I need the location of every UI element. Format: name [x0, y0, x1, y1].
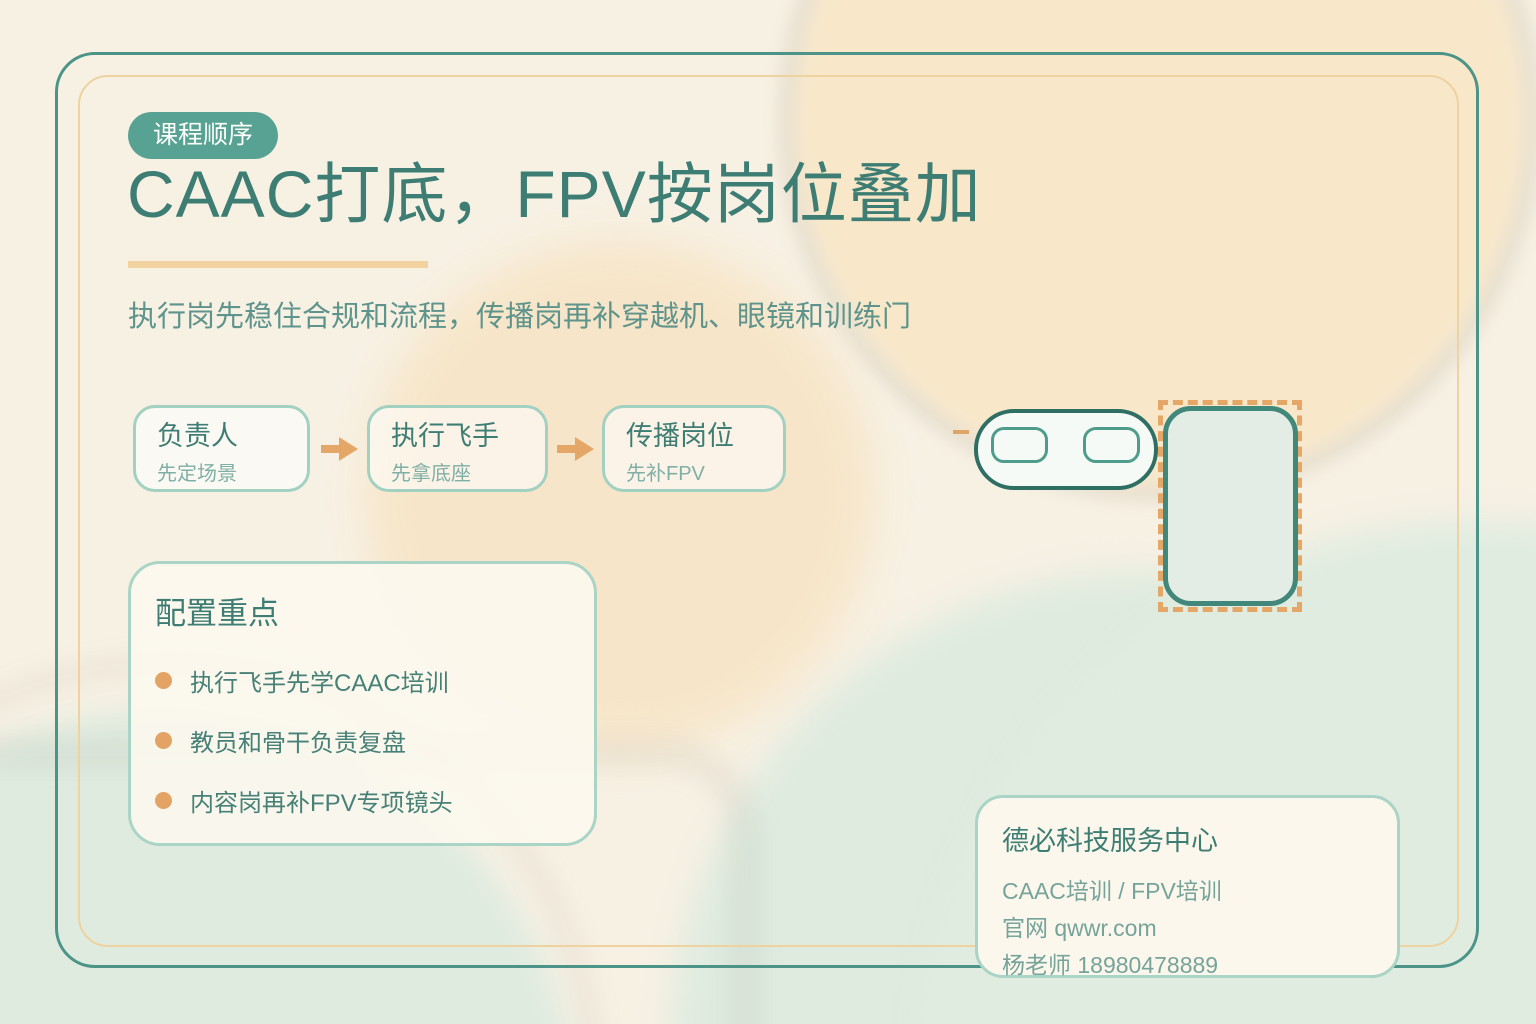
- flow-step-pilot: 执行飞手 先拿底座: [367, 405, 548, 492]
- selection-dashed-border: [1158, 400, 1302, 612]
- training-gate-icon: [1163, 406, 1298, 606]
- highlights-list: 执行飞手先学CAAC培训 教员和骨干负责复盘 内容岗再补FPV专项镜头: [155, 663, 594, 818]
- flow-step-title: 负责人: [157, 421, 238, 451]
- goggles-lens-right: [1083, 427, 1140, 463]
- highlights-heading: 配置重点: [155, 596, 279, 631]
- list-item: 执行飞手先学CAAC培训: [155, 663, 594, 698]
- list-item: 内容岗再补FPV专项镜头: [155, 783, 594, 818]
- flow-arrow-icon: [557, 437, 594, 461]
- contact-website: 官网 qwwr.com: [1002, 915, 1157, 941]
- title-divider: [128, 261, 428, 268]
- contact-services: CAAC培训 / FPV培训: [1002, 878, 1222, 904]
- course-order-badge: 课程顺序: [128, 112, 279, 159]
- bullet-dot-icon: [155, 792, 172, 809]
- connector-tick-left: [953, 430, 969, 434]
- company-name: 德必科技服务中心: [1002, 826, 1218, 856]
- goggles-lens-left: [991, 427, 1048, 463]
- flow-step-title: 传播岗位: [626, 421, 734, 451]
- inner-frame-border: [78, 75, 1459, 947]
- page-subtitle: 执行岗先稳住合规和流程，传播岗再补穿越机、眼镜和训练门: [128, 301, 912, 333]
- bullet-dot-icon: [155, 732, 172, 749]
- bullet-dot-icon: [155, 672, 172, 689]
- list-item: 教员和骨干负责复盘: [155, 723, 594, 758]
- flow-step-note: 先补FPV: [626, 462, 705, 485]
- flow-step-note: 先定场景: [157, 462, 237, 485]
- flow-step-title: 执行飞手: [391, 421, 499, 451]
- outer-frame-border: [55, 52, 1479, 968]
- page-title: CAAC打底，FPV按岗位叠加: [127, 157, 982, 231]
- highlights-card: 配置重点 执行飞手先学CAAC培训 教员和骨干负责复盘 内容岗再补FPV专项镜头: [128, 561, 597, 846]
- contact-card: 德必科技服务中心 CAAC培训 / FPV培训 官网 qwwr.com 杨老师 …: [975, 795, 1400, 978]
- flow-arrow-icon: [321, 437, 358, 461]
- flow-step-media: 传播岗位 先补FPV: [602, 405, 786, 492]
- flow-step-note: 先拿底座: [391, 462, 471, 485]
- flow-step-leader: 负责人 先定场景: [133, 405, 310, 492]
- contact-phone: 杨老师 18980478889: [1002, 952, 1219, 978]
- fpv-goggles-icon: [974, 409, 1158, 490]
